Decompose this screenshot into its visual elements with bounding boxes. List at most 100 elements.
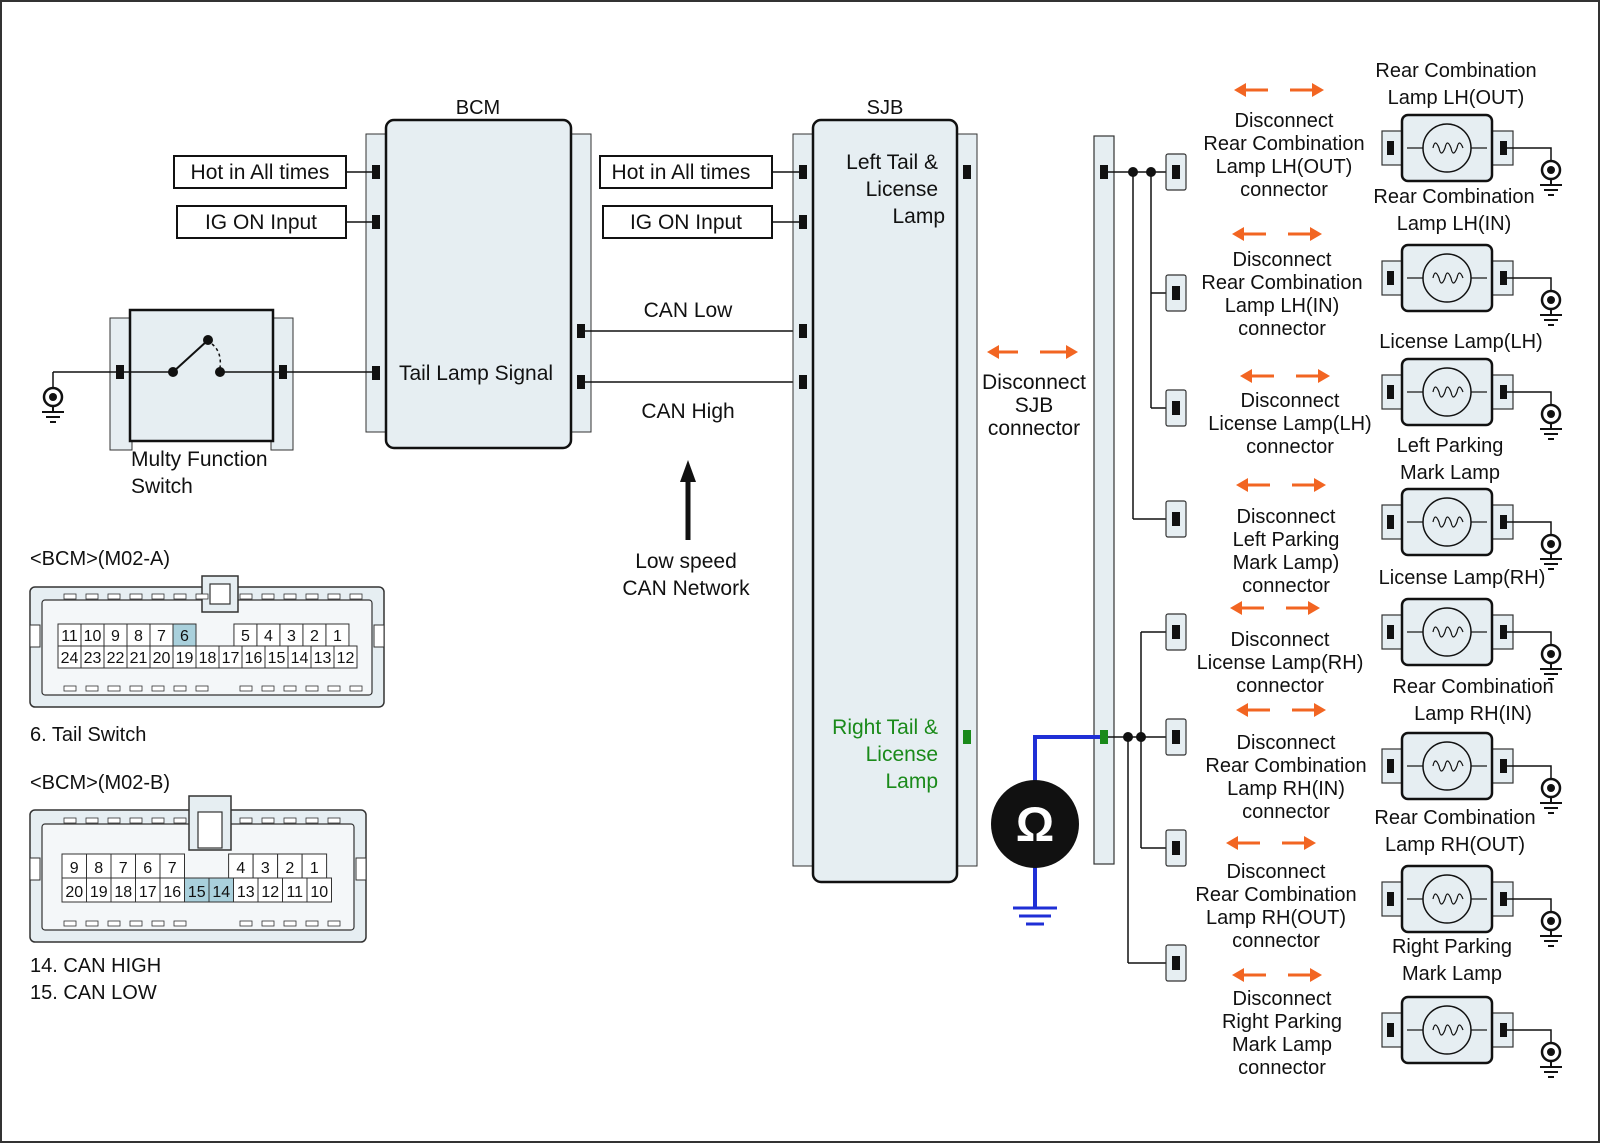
bcm-hot-label: Hot in All times [191,161,330,184]
lamp-connector-1[interactable] [1165,153,1187,191]
pin-label: 1 [333,628,342,645]
pin-label: 15 [188,884,206,901]
sjb-disconnect-label-1: Disconnect [982,371,1086,394]
sjb-right-tail-label-3: Lamp [885,770,938,793]
pin-label: 7 [119,860,128,877]
ground-icon [1538,1041,1564,1079]
pin-label: 1 [310,860,319,877]
sjb-ig-label: IG ON Input [630,211,742,234]
disconnect-arrows-icon [1230,601,1320,615]
switch-label-2: Switch [131,475,193,498]
lamp-name: License Lamp(LH) [1379,331,1542,353]
bcm-module: BCM Tail Lamp Signal [365,97,592,450]
disconnect-label: Disconnect [1227,861,1326,883]
connector-b-title: <BCM>(M02-B) [30,772,170,794]
pin-label: 23 [84,650,102,667]
sjb-disconnect-label-2: SJB [1015,394,1054,417]
can-high-label: CAN High [641,400,734,423]
pin-label: 3 [261,860,270,877]
disconnect-label: Mark Lamp) [1233,552,1340,574]
disconnect-label: Rear Combination [1195,884,1356,906]
connector-a-title: <BCM>(M02-A) [30,548,170,570]
disconnect-label: Disconnect [1237,506,1336,528]
bulb-icon [1407,1005,1487,1055]
disconnect-arrows-icon [1236,478,1326,492]
up-arrow-icon [680,460,696,540]
sjb-right-tail-label-1: Right Tail & [832,716,938,739]
disconnect-label: Rear Combination [1203,133,1364,155]
pin-label: 4 [236,860,245,877]
pin-label: 2 [310,628,319,645]
disconnect-label: connector [1236,675,1324,697]
disconnect-label: Disconnect [1237,732,1336,754]
pin-label: 5 [241,628,250,645]
bulb-icon [1407,497,1487,547]
disconnect-label: Disconnect [1233,249,1332,271]
lamp-connector-2[interactable] [1165,274,1187,312]
disconnect-label: Left Parking [1233,529,1340,551]
disconnect-label: Disconnect [1231,629,1330,651]
sjb-left-tail-label-1: Left Tail & [846,151,938,174]
bcm-ig-label: IG ON Input [205,211,317,234]
pin-label: 11 [286,884,303,901]
pin-label: 20 [65,884,83,901]
bulb-icon [1407,123,1487,173]
lamp-connector-3[interactable] [1165,389,1187,427]
disconnect-label: connector [1238,1057,1326,1079]
harness-connector-strip [1093,135,1115,865]
bcm-title: BCM [456,97,500,119]
sjb-module [792,118,978,884]
pin-label: 10 [310,884,328,901]
pin-label: 20 [153,650,171,667]
switch-label-1: Multy Function [131,448,268,471]
disconnect-label: connector [1240,179,1328,201]
multi-function-switch [109,308,294,451]
pin-label: 22 [107,650,125,667]
disconnect-label: Rear Combination [1201,272,1362,294]
ground-icon [1538,910,1564,948]
sjb-left-tail-label-3: Lamp [892,205,945,228]
pin-label: 13 [237,884,255,901]
connector-b-note-2: 15. CAN LOW [30,982,157,1004]
bcm-hot-box [173,155,347,189]
lamp-name: Lamp RH(OUT) [1385,834,1525,856]
lamp-name: Mark Lamp [1400,462,1500,484]
pin-label: 15 [268,650,286,667]
can-network-label-2: CAN Network [622,577,750,600]
disconnect-label: License Lamp(LH) [1208,413,1371,435]
lamp-name: Rear Combination [1374,807,1535,829]
lamp-connector-7[interactable] [1165,829,1187,867]
pin-label: 24 [61,650,79,667]
sjb-left-tail-label-2: License [866,178,938,201]
lamp-connector-6[interactable] [1165,718,1187,756]
pin-label: 18 [199,650,217,667]
bcm-tail-signal-label: Tail Lamp Signal [399,362,553,385]
ground-icon [1538,533,1564,571]
lamp-connector-8[interactable] [1165,944,1187,982]
lamp-name: Lamp RH(IN) [1414,703,1532,725]
lamp-connector-5[interactable] [1165,613,1187,651]
lamp-connector-4[interactable] [1165,500,1187,538]
pin-label: 9 [111,628,120,645]
ground-icon [1538,643,1564,681]
disconnect-arrows-icon [1232,227,1322,241]
lamp-name: Lamp LH(OUT) [1388,87,1525,109]
pin-label: 17 [139,884,157,901]
disconnect-label: Disconnect [1235,110,1334,132]
disconnect-label: connector [1242,801,1330,823]
pin-label: 6 [143,860,152,877]
disconnect-arrows-icon [1236,703,1326,717]
disconnect-arrows-icon [1226,836,1316,850]
pin-label: 14 [212,884,230,901]
bulb-icon [1407,874,1487,924]
lamp-name: Rear Combination [1373,186,1534,208]
disconnect-label: License Lamp(RH) [1197,652,1364,674]
